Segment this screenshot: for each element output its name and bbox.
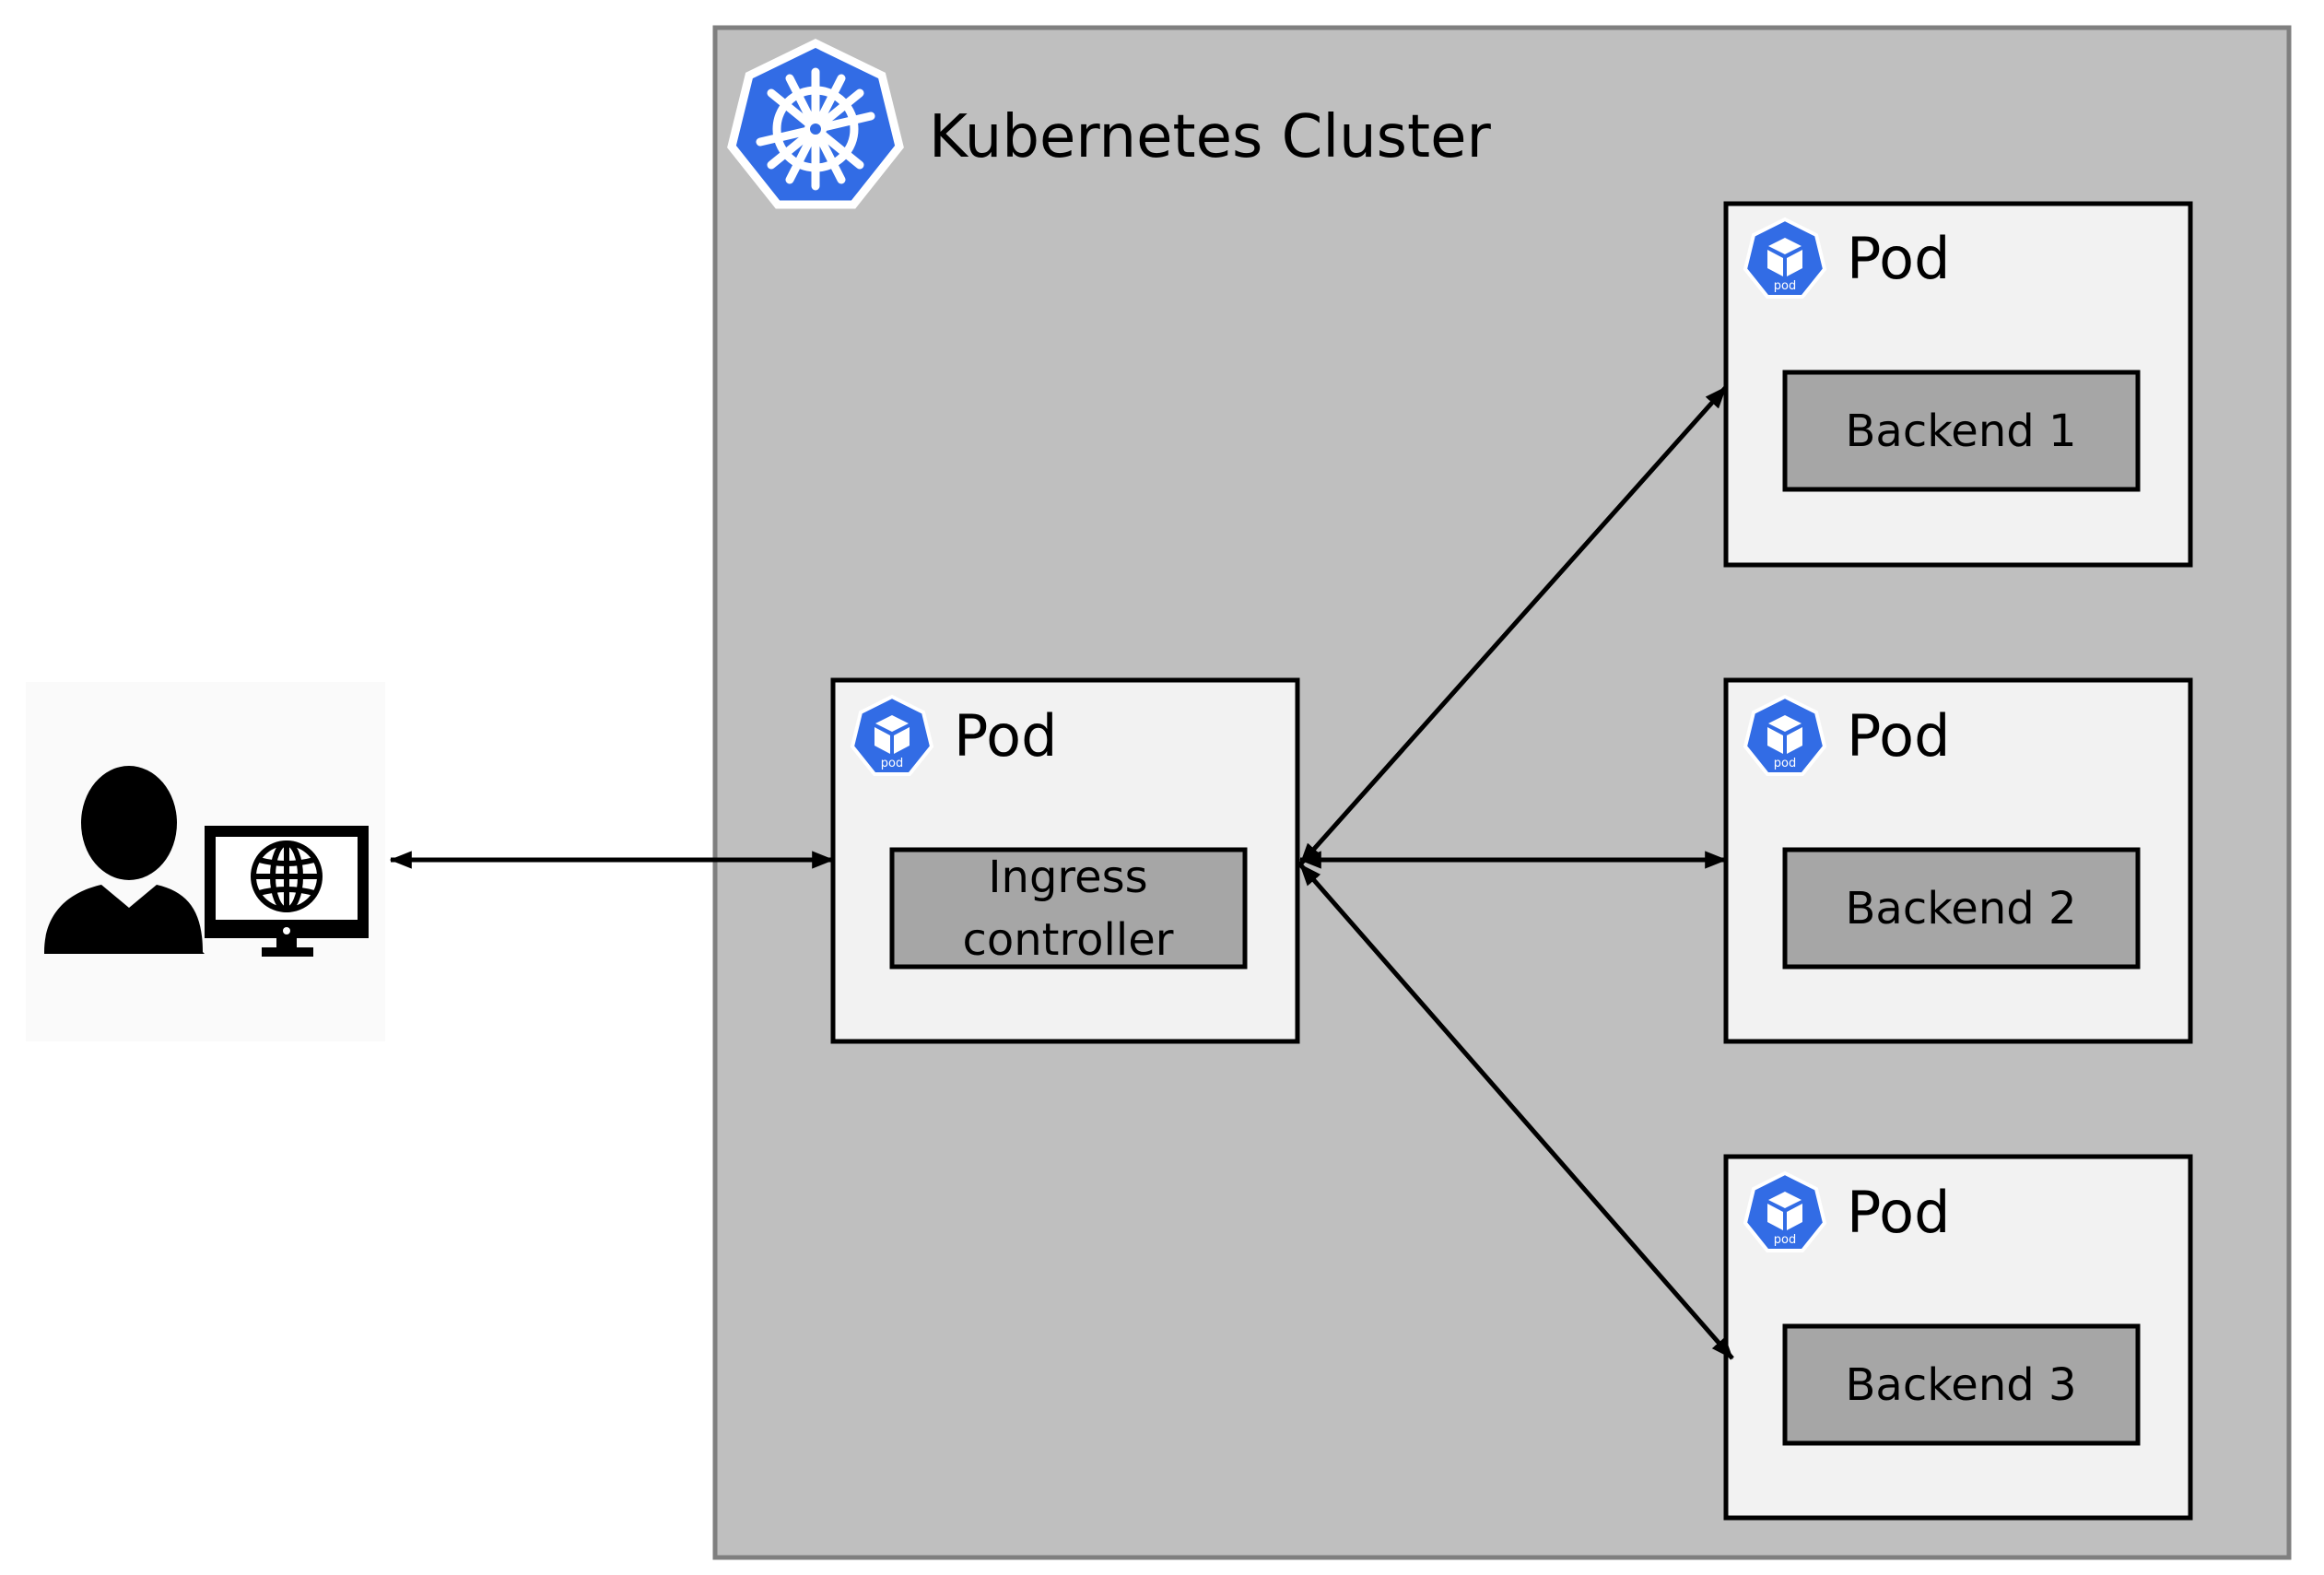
arrow-ingress-to-backend-1 — [1298, 385, 1728, 866]
pod-cube-icon: pod — [1743, 217, 1826, 299]
backend-2-label: Backend 2 — [1845, 883, 2076, 934]
pod-cube-icon: pod — [851, 695, 933, 776]
backend-1-label: Backend 1 — [1845, 406, 2076, 457]
svg-text:pod: pod — [1774, 1233, 1796, 1247]
backend-3-label: Backend 3 — [1845, 1359, 2076, 1411]
pod-cube-icon: pod — [1743, 695, 1826, 776]
pod-cube-icon: pod — [1743, 1171, 1826, 1252]
svg-text:pod: pod — [1774, 757, 1796, 770]
pod-label: Pod — [954, 702, 1057, 770]
pod-label: Pod — [1847, 702, 1950, 770]
pod-backend-2: pod Pod Backend 2 — [1723, 677, 2193, 1044]
svg-text:pod: pod — [1774, 279, 1796, 293]
svg-text:pod: pod — [881, 757, 903, 770]
ingress-controller-label-line2: controller — [963, 914, 1174, 966]
pod-backend-3: pod Pod Backend 3 — [1723, 1154, 2193, 1521]
pod-backend-1: pod Pod Backend 1 — [1723, 201, 2193, 568]
pod-label: Pod — [1847, 225, 1950, 292]
pod-ingress: pod Pod Ingress controller — [830, 677, 1300, 1044]
connectors — [389, 385, 1734, 1360]
pod-label: Pod — [1847, 1179, 1950, 1246]
globe-icon — [251, 840, 323, 912]
ingress-controller-label-line1: Ingress — [988, 852, 1147, 903]
cluster-title: Kubernetes Cluster — [929, 103, 1491, 171]
kubernetes-helm-icon — [727, 38, 904, 209]
arrow-ingress-to-backend-3 — [1298, 863, 1734, 1360]
user-with-globe-monitor-icon — [26, 682, 385, 1041]
